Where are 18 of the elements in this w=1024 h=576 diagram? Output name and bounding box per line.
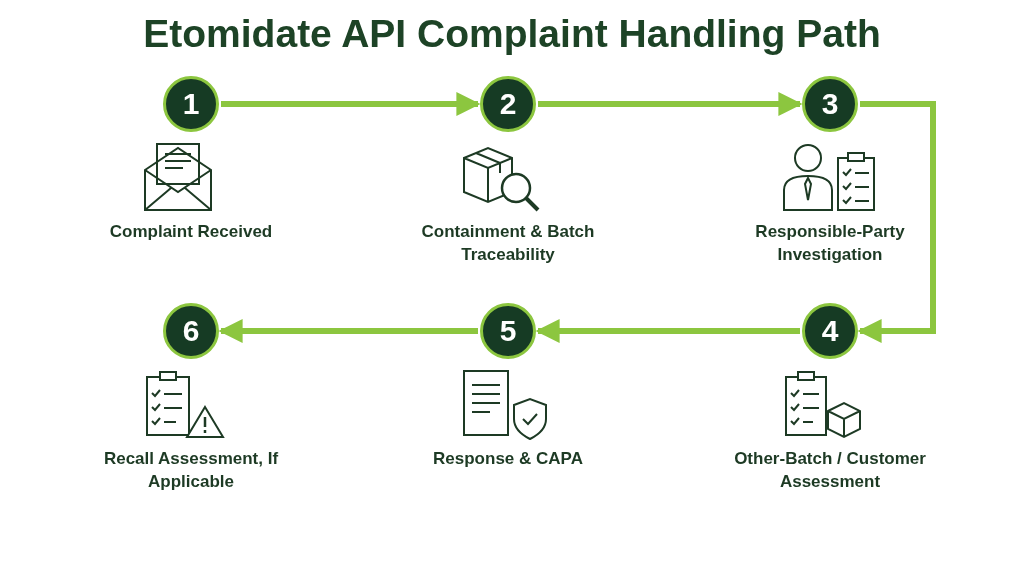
step-label: Containment & Batch Traceability	[420, 221, 596, 266]
step-number-circle: 5	[480, 303, 536, 359]
arrow	[538, 92, 803, 116]
step-label: Complaint Received	[108, 221, 274, 243]
step-number-circle: 4	[802, 303, 858, 359]
step-number-circle: 3	[802, 76, 858, 132]
arrow	[857, 101, 936, 343]
step-label: Response & CAPA	[432, 448, 584, 470]
arrow	[535, 319, 800, 343]
step-label: Recall Assessment, If Applicable	[102, 448, 280, 493]
step-number-circle: 2	[480, 76, 536, 132]
arrow	[218, 319, 478, 343]
step-label: Other-Batch / Customer Assessment	[733, 448, 927, 493]
step-number-circle: 1	[163, 76, 219, 132]
title: Etomidate API Complaint Handling Path	[142, 12, 882, 56]
arrow	[221, 92, 481, 116]
step-number-circle: 6	[163, 303, 219, 359]
step-label: Responsible-Party Investigation	[754, 221, 906, 266]
